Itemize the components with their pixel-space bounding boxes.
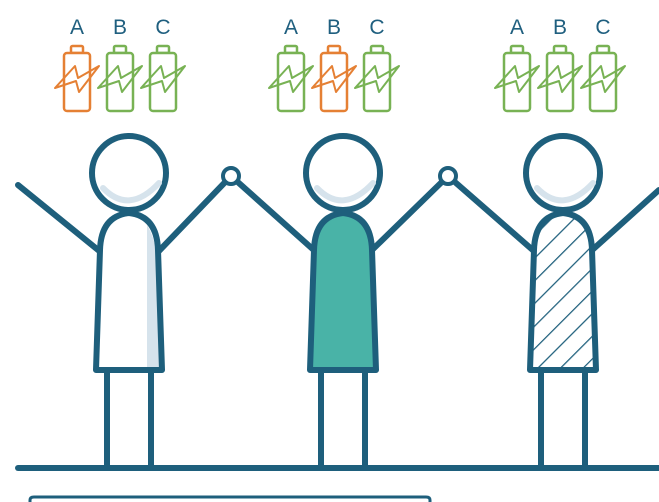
figure-middle	[303, 133, 383, 468]
left-right-arm-to-hand	[155, 173, 234, 255]
battery-right-B: B	[537, 16, 583, 113]
battery-label: C	[369, 16, 384, 39]
battery-label: B	[327, 16, 341, 39]
battery-label: A	[510, 16, 524, 39]
battery-left-A: A	[54, 16, 100, 113]
lightning-icon	[580, 65, 626, 93]
lightning-icon	[268, 65, 314, 93]
battery-label: C	[595, 16, 610, 39]
right-left-arm-to-hand	[445, 173, 538, 255]
arms	[15, 173, 659, 257]
battery-label: A	[284, 16, 298, 39]
body-outline	[93, 210, 165, 373]
body-outline	[527, 210, 599, 373]
body-fill	[310, 213, 376, 370]
battery-label: B	[553, 16, 567, 39]
battery-set-left: A B C	[54, 16, 186, 113]
battery-left-C: C	[140, 16, 186, 113]
battery-label: B	[113, 16, 127, 39]
hand-clasp-right	[438, 166, 458, 186]
middle-right-arm-to-hand	[367, 173, 451, 255]
battery-label: A	[70, 16, 84, 39]
lightning-icon	[97, 65, 143, 93]
battery-set-right: A B C	[494, 16, 626, 113]
battery-middle-C: C	[354, 16, 400, 113]
lightning-icon	[354, 65, 400, 93]
hand-clasp-left	[221, 166, 241, 186]
battery-middle-B: B	[311, 16, 357, 113]
body-fill	[96, 213, 162, 370]
battery-set-middle: A B C	[268, 16, 400, 113]
head-shadow	[314, 180, 376, 204]
body-hatch	[530, 213, 596, 370]
battery-middle-A: A	[268, 16, 314, 113]
body-outline	[307, 210, 379, 373]
bottom-frame	[28, 495, 432, 502]
battery-right-A: A	[494, 16, 540, 113]
battery-label: C	[155, 16, 170, 39]
right-outer-arm	[587, 187, 659, 255]
lightning-icon	[311, 65, 357, 93]
battery-right-C: C	[580, 16, 626, 113]
figure-right	[523, 133, 603, 468]
middle-left-arm-to-hand	[228, 173, 319, 255]
battery-left-B: B	[97, 16, 143, 113]
lightning-icon	[494, 65, 540, 93]
lightning-icon	[140, 65, 186, 93]
lightning-icon	[537, 65, 583, 93]
left-outer-arm	[15, 182, 106, 257]
figure-left	[89, 133, 169, 468]
head-shadow	[100, 180, 162, 204]
lightning-icon	[54, 65, 100, 93]
head-shadow	[534, 180, 596, 204]
